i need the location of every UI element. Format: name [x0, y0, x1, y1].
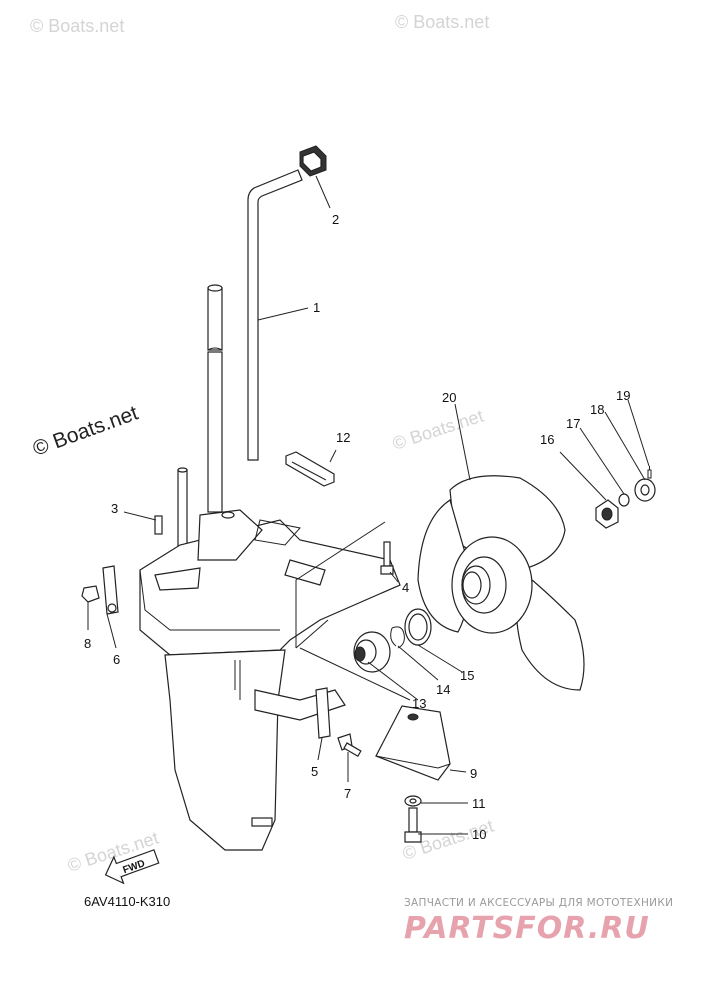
callout-7: 7 — [344, 786, 351, 801]
callout-12: 12 — [336, 430, 350, 445]
part-10-bolt — [404, 807, 422, 843]
part-13-housing — [353, 631, 391, 673]
part-16-nut — [595, 499, 619, 529]
shop-tagline: ЗАПЧАСТИ И АКСЕССУАРЫ ДЛЯ МОТОТЕХНИКИ — [404, 897, 673, 909]
callout-6: 6 — [113, 652, 120, 667]
callout-10: 10 — [472, 827, 486, 842]
watermark-large: © Boats.net — [30, 401, 141, 460]
lower-casing — [139, 509, 401, 851]
callout-20: 20 — [442, 390, 456, 405]
callout-8: 8 — [84, 636, 91, 651]
watermark-top-right: © Boats.net — [395, 12, 489, 32]
callout-9: 9 — [470, 766, 477, 781]
shop-watermark: ЗАПЧАСТИ И АКСЕССУАРЫ ДЛЯ МОТОТЕХНИКИ PA… — [404, 897, 673, 946]
callout-5: 5 — [311, 764, 318, 779]
part-7-bolt — [337, 733, 362, 758]
part-14-circlip — [390, 626, 405, 649]
part-19-cotter-pin — [647, 466, 652, 479]
callout-18: 18 — [590, 402, 604, 417]
part-8-nut — [81, 585, 100, 603]
callout-3: 3 — [111, 501, 118, 516]
callout-1: 1 — [313, 300, 320, 315]
leader-lines — [87, 175, 650, 835]
callout-17: 17 — [566, 416, 580, 431]
callout-16: 16 — [540, 432, 554, 447]
callout-15: 15 — [460, 668, 474, 683]
part-2-grommet — [299, 145, 327, 177]
callout-14: 14 — [436, 682, 450, 697]
drive-shaft — [207, 284, 223, 513]
part-11-washer — [404, 795, 422, 807]
callout-labels: 2 1 3 4 8 6 5 7 9 10 11 12 13 14 15 16 1… — [84, 212, 630, 842]
callout-19: 19 — [616, 388, 630, 403]
part-6-shift-plate — [102, 565, 119, 615]
part-20-propeller — [417, 475, 585, 691]
part-9-anode — [375, 705, 451, 781]
callout-11: 11 — [472, 796, 486, 811]
part-3-pin — [154, 515, 163, 535]
part-5-plate — [315, 687, 331, 739]
watermark-top-left: © Boats.net — [30, 16, 124, 36]
callout-13: 13 — [412, 696, 426, 711]
shop-logo: PARTSFOR.RU — [404, 911, 650, 946]
part-15-washer — [404, 608, 432, 646]
part-17-washer — [618, 493, 630, 507]
part-12-bracket — [285, 451, 335, 487]
watermark-middle-right: © Boats.net — [390, 406, 486, 454]
callout-2: 2 — [332, 212, 339, 227]
part-18-nut — [634, 478, 656, 502]
part-1-shift-rod — [247, 169, 303, 461]
callout-4: 4 — [402, 580, 409, 595]
diagram-code: 6AV4110-K310 — [84, 894, 170, 909]
